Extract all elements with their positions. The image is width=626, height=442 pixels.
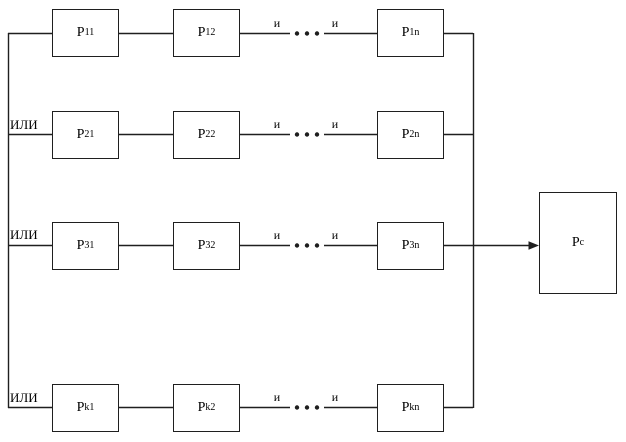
block-label: P xyxy=(197,238,206,253)
and-label-row2-right: и xyxy=(331,117,339,131)
arrow-to-output-icon xyxy=(528,241,539,250)
block-label: P xyxy=(197,25,206,40)
or-label-row4: ИЛИ xyxy=(10,390,38,405)
block-label: P xyxy=(401,25,410,40)
and-label-row3-right: и xyxy=(331,228,339,242)
block-label: P xyxy=(401,238,410,253)
block-label: P xyxy=(197,400,206,415)
block-label: P xyxy=(76,127,85,142)
or-label-row3: ИЛИ xyxy=(10,227,38,242)
and-label-row1-right: и xyxy=(331,16,339,30)
and-label-row4-right: и xyxy=(331,390,339,404)
block-label: P xyxy=(76,25,85,40)
block-label: P xyxy=(76,400,85,415)
block-label: P xyxy=(571,235,580,250)
block-label: P xyxy=(197,127,206,142)
and-label-row4-left: и xyxy=(273,390,281,404)
block-label: P xyxy=(76,238,85,253)
and-label-row3-left: и xyxy=(273,228,281,242)
and-label-row2-left: и xyxy=(273,117,281,131)
or-label-row2: ИЛИ xyxy=(10,117,38,132)
and-label-row1-left: и xyxy=(273,16,281,30)
block-label: P xyxy=(401,400,410,415)
block-label: P xyxy=(401,127,410,142)
